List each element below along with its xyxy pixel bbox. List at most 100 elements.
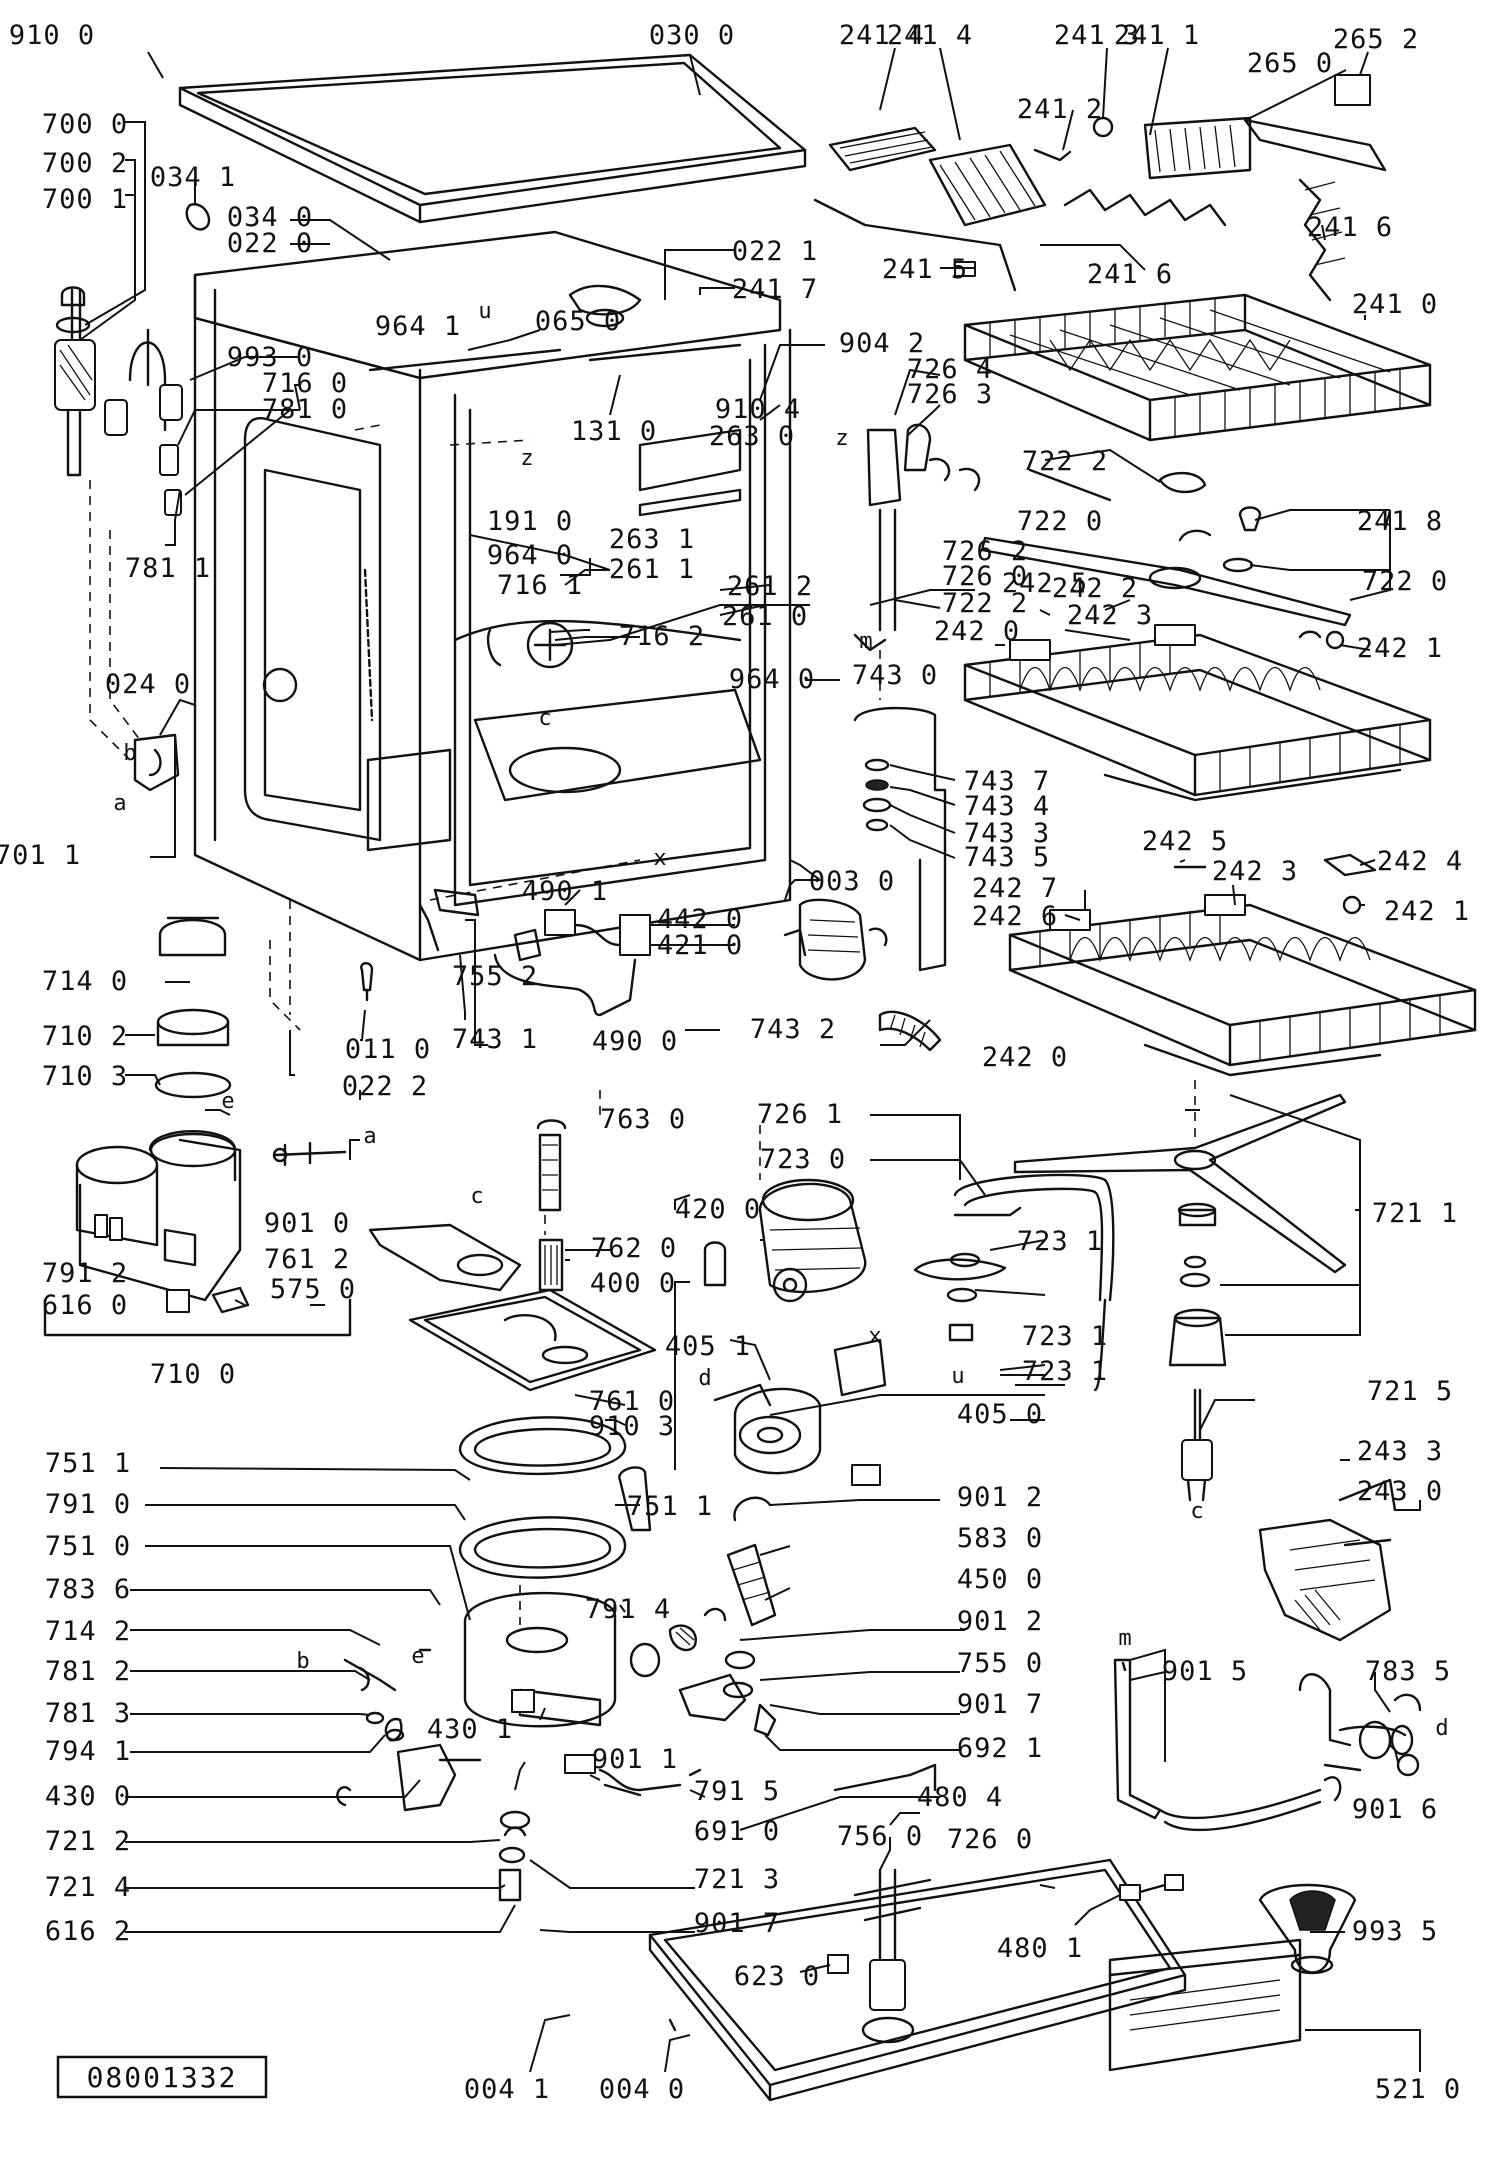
part-label-p2430: 243 0	[1357, 1476, 1443, 1507]
part-label-p2423a: 242 3	[1067, 600, 1153, 631]
part-label-p2424: 242 4	[1377, 846, 1463, 877]
part-label-p0222: 022 2	[342, 1071, 428, 1102]
spray-tube-drawing	[853, 423, 1115, 1392]
part-label-p0240: 024 0	[105, 669, 191, 700]
part-label-p7214: 721 4	[45, 1872, 131, 1903]
water-softener-drawing	[43, 916, 352, 1337]
part-label-p2610: 261 0	[722, 601, 808, 632]
drain-hose-drawing	[1113, 1478, 1414, 1832]
part-label-p2631: 263 1	[609, 524, 695, 555]
part-label-p4420: 442 0	[657, 904, 743, 935]
part-label-p7215: 721 5	[1367, 1376, 1453, 1407]
part-label-p7100: 710 0	[150, 1359, 236, 1390]
part-label-p0650: 065 0	[535, 306, 621, 337]
part-label-p2427: 242 7	[972, 873, 1058, 904]
part-label-p7813: 781 3	[45, 1698, 131, 1729]
part-label-p7612: 761 2	[264, 1244, 350, 1275]
connection-letter-lx1: x	[653, 846, 666, 871]
part-label-p9935: 993 5	[1352, 1916, 1438, 1947]
part-label-p2416b: 241 6	[1087, 259, 1173, 290]
part-label-p7835: 783 5	[1365, 1656, 1451, 1687]
base-tray-drawing	[648, 1858, 1357, 2102]
part-label-p4200: 420 0	[675, 1194, 761, 1225]
part-label-p2420b: 242 0	[982, 1042, 1068, 1073]
part-label-p7630: 763 0	[600, 1104, 686, 1135]
part-label-p4900: 490 0	[592, 1026, 678, 1057]
part-label-p7431: 743 1	[452, 1024, 538, 1055]
cabinet-shell-drawing	[193, 230, 792, 962]
part-label-p7260a: 726 0	[942, 561, 1028, 592]
part-label-p7142: 714 2	[45, 1616, 131, 1647]
connection-letter-la2: a	[363, 1124, 376, 1149]
part-label-p2433: 243 3	[1357, 1436, 1443, 1467]
part-label-p6921: 692 1	[957, 1733, 1043, 1764]
part-label-p0341: 034 1	[150, 162, 236, 193]
part-label-p2421b: 242 1	[1384, 896, 1470, 927]
assembly-guide-lines	[269, 650, 1196, 1625]
part-label-p2611: 261 1	[609, 554, 695, 585]
part-label-p7910: 791 0	[45, 1489, 131, 1520]
part-label-p0220: 022 0	[227, 228, 313, 259]
part-label-p7430: 743 0	[852, 660, 938, 691]
part-label-p2426: 242 6	[972, 901, 1058, 932]
part-label-p7103: 710 3	[42, 1061, 128, 1092]
part-label-p4500: 450 0	[957, 1564, 1043, 1595]
part-label-p4901a: 490 1	[522, 876, 608, 907]
part-label-p7510: 751 0	[45, 1531, 131, 1562]
part-label-p9016: 901 6	[1352, 1794, 1438, 1825]
part-label-p7222a: 722 2	[1022, 446, 1108, 477]
part-label-p9100: 910 0	[9, 20, 95, 51]
part-label-p9930: 993 0	[227, 342, 313, 373]
part-label-p7915: 791 5	[694, 1776, 780, 1807]
part-label-p7432: 743 2	[750, 1014, 836, 1045]
part-label-p2425b: 242 5	[1142, 826, 1228, 857]
connection-letter-lb2: b	[296, 1649, 309, 1674]
part-label-p7836: 783 6	[45, 1574, 131, 1605]
connection-letter-lc1: c	[538, 706, 551, 731]
part-label-p7220a: 722 0	[1017, 506, 1103, 537]
part-label-p2412: 241 2	[1017, 94, 1103, 125]
detergent-parts-drawing	[783, 706, 947, 1052]
part-label-p7001: 700 1	[42, 184, 128, 215]
part-label-p2423b: 242 3	[1212, 856, 1298, 887]
part-label-p4000: 400 0	[590, 1268, 676, 1299]
part-label-p7914: 791 4	[585, 1594, 671, 1625]
connection-letter-lc3: c	[1190, 1499, 1203, 1524]
part-label-p7550: 755 0	[957, 1648, 1043, 1679]
part-label-p7230: 723 0	[760, 1144, 846, 1175]
part-label-p7264: 726 4	[907, 354, 993, 385]
part-label-p4210: 421 0	[657, 930, 743, 961]
part-label-p2418: 241 8	[1357, 506, 1443, 537]
part-label-p2630: 263 0	[709, 421, 795, 452]
callout-leader-lines	[79, 47, 1421, 2073]
part-label-p1910: 191 0	[487, 506, 573, 537]
part-label-p7212: 721 2	[45, 1826, 131, 1857]
upper-spray-arm-drawing	[980, 468, 1352, 627]
part-label-p7552: 755 2	[452, 961, 538, 992]
part-label-p7140a: 714 0	[42, 966, 128, 997]
part-label-p9015: 901 5	[1162, 1656, 1248, 1687]
connection-letter-ld2: d	[1435, 1716, 1448, 1741]
part-label-p7211: 721 1	[1372, 1198, 1458, 1229]
part-label-p4050: 405 0	[957, 1399, 1043, 1430]
part-label-p2415: 241 5	[882, 254, 968, 285]
part-label-p6162: 616 2	[45, 1916, 131, 1947]
upper-basket-drawing	[963, 293, 1432, 442]
part-label-p5830: 583 0	[957, 1523, 1043, 1554]
part-label-p9640b: 964 0	[729, 664, 815, 695]
connection-letter-le1: e	[221, 1089, 234, 1114]
part-label-p7222b: 722 2	[942, 588, 1028, 619]
part-label-p4301: 430 1	[427, 1714, 513, 1745]
part-label-p4804: 480 4	[917, 1782, 1003, 1813]
part-label-p7160: 716 0	[262, 368, 348, 399]
part-label-p7161: 716 1	[497, 570, 583, 601]
part-label-p0110: 011 0	[345, 1034, 431, 1065]
pump-motor-drawing	[564, 1178, 937, 1797]
part-label-p7261: 726 1	[757, 1099, 843, 1130]
part-label-p6230: 623 0	[734, 1961, 820, 1992]
part-label-p9012b: 901 2	[957, 1606, 1043, 1637]
part-label-p4300: 430 0	[45, 1781, 131, 1812]
part-label-p2411: 241 1	[1114, 20, 1200, 51]
part-label-p2414b: 241 4	[887, 20, 973, 51]
